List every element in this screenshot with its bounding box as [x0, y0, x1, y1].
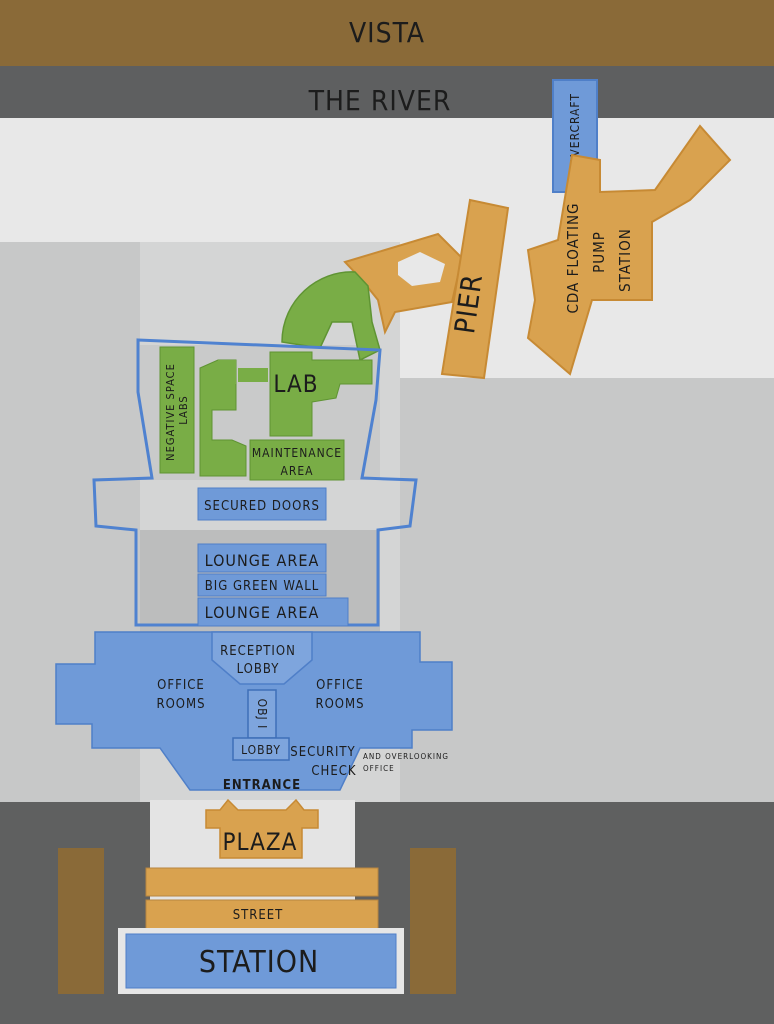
maintenance-label-2: AREA	[280, 464, 313, 478]
lab-main-zone	[269, 351, 373, 437]
big-green-wall-zone	[197, 573, 327, 597]
city-block-right	[390, 378, 774, 804]
lab-stair-zone	[281, 271, 381, 362]
security-label-2: CHECK	[311, 764, 356, 779]
lounge-bottom-zone	[197, 597, 349, 627]
office-left-label-2: ROOMS	[156, 697, 205, 712]
neg-space-label-1: NEGATIVE SPACE	[164, 363, 177, 461]
secured-doors-label: SECURED DOORS	[204, 499, 320, 514]
secured-doors-zone	[197, 487, 327, 521]
crosswalk-upper	[145, 867, 379, 897]
plaza-zone	[205, 798, 319, 859]
reception-lobby-zone	[211, 631, 313, 685]
lobby-zone	[232, 737, 290, 761]
neg-space-label-2: LABS	[177, 395, 190, 424]
vista-band	[0, 0, 774, 66]
overlook-label-1: AND OVERLOOKING	[363, 752, 449, 761]
plaza-label: PLAZA	[223, 828, 298, 856]
lab-link	[238, 368, 268, 382]
lounge-bottom-label: LOUNGE AREA	[205, 603, 320, 622]
security-label-1: SECURITY	[290, 745, 355, 760]
maintenance-zone	[249, 439, 345, 481]
office-right-label-1: OFFICE	[316, 678, 364, 693]
entrance-label: ENTRANCE	[223, 778, 301, 793]
office-left-label-1: OFFICE	[157, 678, 205, 693]
street-block-left	[58, 848, 104, 994]
big-green-wall-label: BIG GREEN WALL	[205, 579, 320, 594]
lobby-label: LOBBY	[241, 743, 281, 757]
hall-corridor-label: OBJ I	[255, 699, 269, 730]
pump-station-label-3: STATION	[616, 228, 634, 292]
vista-label: VISTA	[349, 16, 425, 49]
lookout-hole	[398, 252, 445, 286]
lounge-top-label: LOUNGE AREA	[205, 551, 320, 570]
river-label: THE RIVER	[308, 84, 452, 117]
station-label: STATION	[199, 945, 319, 980]
office-right-label-2: ROOMS	[315, 697, 364, 712]
river-band	[0, 66, 774, 126]
lounge-top-zone	[197, 543, 327, 573]
maintenance-label-1: MAINTENANCE	[252, 446, 342, 460]
lab-side-room	[218, 360, 236, 384]
lab-label: LAB	[273, 370, 318, 398]
pump-station-label-1: CDA FLOATING	[564, 202, 582, 313]
reception-label-1: RECEPTION	[220, 644, 296, 659]
lab-wing-left	[159, 346, 195, 474]
lab-building-outline	[92, 338, 418, 627]
station-zone	[125, 933, 397, 989]
reception-label-2: LOBBY	[237, 662, 280, 677]
street-block-right	[410, 848, 456, 994]
overlook-label-2: OFFICE	[363, 764, 395, 773]
pump-station-zone	[526, 124, 732, 376]
pump-station-label-2: PUMP	[590, 231, 608, 273]
crosswalk-lower	[145, 899, 379, 931]
street-label: STREET	[233, 908, 284, 923]
pier-zone	[440, 198, 510, 380]
hall-corridor-zone	[247, 689, 277, 739]
